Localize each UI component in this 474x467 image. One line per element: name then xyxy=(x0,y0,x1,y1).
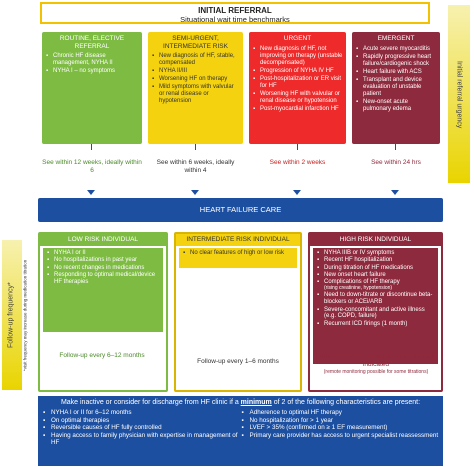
risk-criteria: No clear features of high or low risk xyxy=(179,248,297,268)
column-urgent: URGENT New diagnosis of HF, not improvin… xyxy=(249,32,346,144)
list-item: New onset heart failure xyxy=(317,272,435,279)
see-within-routine: See within 12 weeks, ideally within 6 xyxy=(42,150,142,185)
discharge-list-right: Adherence to optimal HF therapy No hospi… xyxy=(241,409,440,447)
list-item: Recurrent ICD firings (1 month) xyxy=(317,321,435,328)
list-item: Post-hospitalization or ER visit for HF xyxy=(253,76,343,90)
discharge-list-left: NYHA I or II for 6–12 months On optimal … xyxy=(42,409,241,447)
connector-line xyxy=(91,144,92,152)
list-item: Mild symptoms with valvular or renal dis… xyxy=(152,84,240,105)
list-item: Having access to family physician with e… xyxy=(43,432,241,447)
risk-criteria: NYHA IIIB or IV symptoms Recent HF hospi… xyxy=(313,248,438,364)
discharge-title: Make inactive or consider for discharge … xyxy=(42,399,439,407)
discharge-title-post: of 2 of the following characteristics ar… xyxy=(271,399,421,406)
see-within-semi-urgent: See within 6 weeks, ideally within 4 xyxy=(148,150,243,185)
column-heading: ROUTINE, ELECTIVE REFERRAL xyxy=(59,35,125,50)
arrow-down-icon xyxy=(293,190,301,195)
list-item: Need to down-titrate or discontinue beta… xyxy=(317,292,435,306)
list-item: Worsening HF with valvular or renal dise… xyxy=(253,91,343,105)
risk-criteria: NYHA I or II No hospitalizations in past… xyxy=(43,248,163,332)
urgency-arrow-bar xyxy=(448,5,470,183)
list-item: New diagnosis of HF, stable, compensated xyxy=(152,53,240,67)
urgency-label: Initial referral urgency xyxy=(455,61,463,129)
risk-heading: HIGH RISK INDIVIDUAL xyxy=(310,234,441,246)
connector-line xyxy=(395,144,396,152)
list-item: Adherence to optimal HF therapy xyxy=(242,409,440,417)
visit-frequency-note: *visit frequency may increase during med… xyxy=(22,259,28,371)
list-item: Primary care provider has access to urge… xyxy=(242,432,440,440)
initial-referral-subtitle: Situational wait time benchmarks xyxy=(180,15,290,24)
list-item: Post-myocardial infarction HF xyxy=(253,106,343,113)
list-item: NYHA I – no symptoms xyxy=(46,68,139,75)
list-item: New-onset acute pulmonary edema xyxy=(356,99,437,113)
list-item: Heart failure with ACS xyxy=(356,69,437,76)
column-heading: EMERGENT xyxy=(377,35,415,42)
list-item: Progression of NYHA IV HF xyxy=(253,68,343,75)
list-item-note: (rising creatinine, hypotension) xyxy=(324,285,393,292)
list-item: LVEF > 35% (confirmed on ≥ 1 EF measurem… xyxy=(242,424,440,432)
list-item: Transplant and device evaluation of unst… xyxy=(356,77,437,98)
list-item: Worsening HF on therapy xyxy=(152,76,240,83)
high-risk-box: HIGH RISK INDIVIDUAL NYHA IIIB or IV sym… xyxy=(308,232,443,392)
discharge-title-pre: Make inactive or consider for discharge … xyxy=(60,399,241,406)
list-item: Chronic HF disease management, NYHA II xyxy=(46,53,139,67)
list-item: Severe-concomitant and active illness (e… xyxy=(317,307,435,321)
column-heading: URGENT xyxy=(283,35,312,42)
column-semi-urgent: SEMI-URGENT, INTERMEDIATE RISK New diagn… xyxy=(148,32,243,144)
column-list: New diagnosis of HF, stable, compensated… xyxy=(151,53,240,105)
column-heading: SEMI-URGENT, INTERMEDIATE RISK xyxy=(163,35,228,50)
see-within-urgent: See within 2 weeks xyxy=(249,150,346,185)
list-item: Reversible causes of HF fully controlled xyxy=(43,424,241,432)
list-item: No recent changes in medications xyxy=(47,265,160,272)
list-item: NYHA II/III xyxy=(152,68,240,75)
column-list: Acute severe myocarditis Rapidly progres… xyxy=(355,46,437,113)
list-item: On optimal therapies xyxy=(43,417,241,425)
risk-heading: LOW RISK INDIVIDUAL xyxy=(40,234,166,246)
see-within-emergent: See within 24 hrs xyxy=(352,150,440,185)
intermediate-risk-box: INTERMEDIATE RISK INDIVIDUAL No clear fe… xyxy=(174,232,302,392)
list-item: No clear features of high or low risk xyxy=(183,250,294,257)
arrow-down-icon xyxy=(191,190,199,195)
discharge-criteria-box: Make inactive or consider for discharge … xyxy=(38,396,443,466)
follow-up-high-text: Follow-up every 1–4 weeks or as clinical… xyxy=(315,353,437,368)
risk-heading: INTERMEDIATE RISK INDIVIDUAL xyxy=(176,234,300,246)
connector-line xyxy=(195,144,196,152)
follow-up-intermediate: Follow-up every 1–6 months xyxy=(197,358,279,365)
initial-referral-box: INITIAL REFERRAL Situational wait time b… xyxy=(40,2,430,24)
list-item: NYHA I or II for 6–12 months xyxy=(43,409,241,417)
list-item: No hospitalizations in past year xyxy=(47,257,160,264)
discharge-title-emphasis: minimum xyxy=(240,399,272,406)
follow-up-frequency-label: Follow-up frequency* xyxy=(7,282,15,348)
column-routine: ROUTINE, ELECTIVE REFERRAL Chronic HF di… xyxy=(42,32,142,144)
list-item: During titration of HF medications xyxy=(317,265,435,272)
list-item: Responding to optimal medical/device HF … xyxy=(47,272,160,286)
follow-up-arrow-bar xyxy=(2,240,22,390)
heart-failure-care-banner: HEART FAILURE CARE xyxy=(38,198,443,222)
column-list: New diagnosis of HF, not improving on th… xyxy=(252,46,343,113)
list-item: No hospitalization for > 1 year xyxy=(242,417,440,425)
arrow-down-icon xyxy=(87,190,95,195)
initial-referral-title: INITIAL REFERRAL xyxy=(198,6,272,15)
arrow-down-icon xyxy=(391,190,399,195)
follow-up-high-note: (remote monitoring possible for some tit… xyxy=(323,369,429,375)
column-list: Chronic HF disease management, NYHA II N… xyxy=(45,53,139,75)
connector-line xyxy=(297,144,298,152)
follow-up-high: Follow-up every 1–4 weeks or as clinical… xyxy=(312,353,440,375)
list-item: NYHA I or II xyxy=(47,250,160,257)
list-item: Rapidly progressive heart failure/cardio… xyxy=(356,54,437,68)
list-item: NYHA IIIB or IV symptoms xyxy=(317,250,435,257)
list-item: Complications of HF therapy xyxy=(317,279,435,286)
discharge-columns: NYHA I or II for 6–12 months On optimal … xyxy=(42,409,439,447)
list-item: Acute severe myocarditis xyxy=(356,46,437,53)
list-item: New diagnosis of HF, not improving on th… xyxy=(253,46,343,67)
low-risk-box: LOW RISK INDIVIDUAL NYHA I or II No hosp… xyxy=(38,232,168,392)
follow-up-low: Follow-up every 6–12 months xyxy=(59,352,145,359)
column-emergent: EMERGENT Acute severe myocarditis Rapidl… xyxy=(352,32,440,144)
list-item: Recent HF hospitalization xyxy=(317,257,435,264)
